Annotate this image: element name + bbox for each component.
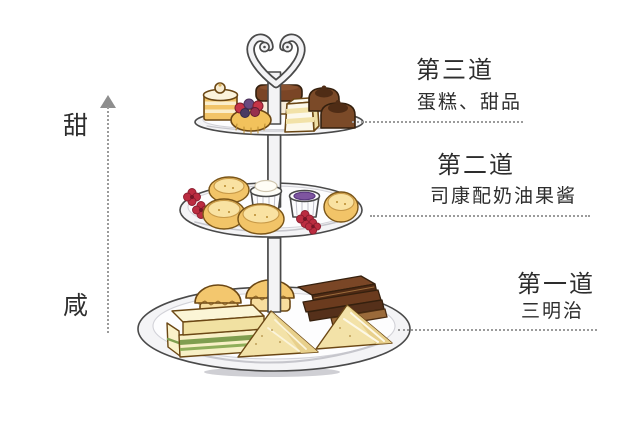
leader-line-middle-tier: [370, 215, 590, 217]
course-title: 第三道: [416, 58, 494, 84]
course-subtitle: 三明治: [521, 301, 585, 322]
axis-label-salty: 咸: [63, 293, 89, 320]
bottom-tier: [137, 237, 411, 377]
up-arrow-icon: [100, 95, 116, 108]
course-subtitle: 司康配奶油果酱: [430, 186, 578, 207]
course-subtitle: 蛋糕、甜品: [417, 92, 523, 113]
scone-right: [323, 191, 359, 223]
berry-tartlet: [230, 98, 272, 135]
course-title: 第二道: [437, 153, 515, 179]
middle-tier: [179, 134, 363, 238]
axis-dotted-line: [107, 107, 109, 333]
mini-layer-cake: [202, 82, 239, 121]
flower-decoration-left: [183, 188, 210, 219]
flower-decoration-right: [296, 210, 322, 235]
layer-cake-slice: [284, 96, 320, 133]
scone-center: [237, 203, 285, 235]
heart-handle-icon: [246, 33, 306, 89]
triangle-sandwich-right: [315, 304, 393, 350]
chocolate-pudding-front: [320, 100, 356, 129]
leader-line-top-tier: [352, 121, 523, 123]
leader-line-bottom-tier: [398, 329, 597, 331]
course-title: 第一道: [517, 272, 595, 298]
jam-ramekin: [288, 189, 321, 218]
axis-label-sweet: 甜: [63, 113, 89, 140]
triangle-sandwich-left: [237, 310, 319, 358]
finger-sandwiches: [166, 304, 266, 358]
